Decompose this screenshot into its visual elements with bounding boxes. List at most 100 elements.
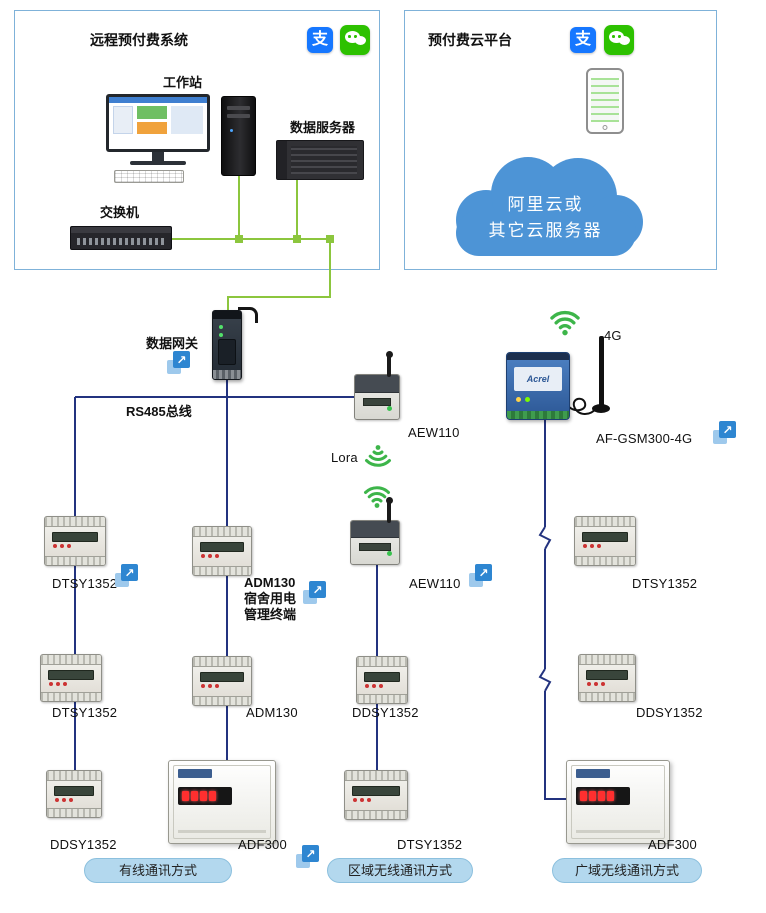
- label-col4-m1: DTSY1352: [632, 576, 698, 591]
- smartphone: [586, 68, 624, 134]
- link-arrow-icon-gsm[interactable]: ↗: [713, 421, 736, 444]
- din-meter-adm130: [192, 656, 252, 706]
- network-switch: [70, 226, 172, 250]
- link-arrow-icon-gateway[interactable]: ↗: [167, 351, 190, 374]
- gateway-front-panel: [218, 339, 236, 365]
- gsm-brand-label: Acrel: [514, 367, 562, 391]
- footer-wide-area-wireless-communication: 广域无线通讯方式: [552, 858, 702, 883]
- phone-screen: [591, 78, 619, 122]
- label-col1-m3: DDSY1352: [50, 837, 117, 852]
- monitor-screen: [109, 97, 207, 149]
- cloud-shape: [456, 157, 643, 256]
- gateway-terminals: [213, 370, 241, 379]
- link-arrow-icon-adf300[interactable]: ↗: [296, 845, 319, 868]
- monitor-stand: [152, 152, 164, 161]
- workstation-monitor: [106, 94, 210, 152]
- cloud-text-line1: 阿里云或: [507, 195, 584, 214]
- cloud-server: 阿里云或 其它云服务器: [438, 150, 653, 265]
- arrow-front-square: ↗: [173, 351, 190, 368]
- gsm-terminal-block: [507, 411, 569, 419]
- link-arrow-icon-dtsy[interactable]: ↗: [115, 564, 138, 587]
- din-meter: [574, 516, 636, 566]
- label-adm130-line3: 管理终端: [244, 607, 297, 622]
- server-vents: [291, 146, 357, 174]
- aew110-led: [387, 406, 392, 411]
- gateway-antenna-wire: [238, 307, 258, 323]
- tower-drive-slot: [227, 106, 250, 110]
- label-col1-m1: DTSY1352: [52, 576, 118, 591]
- label-adm130-line1: ADM130: [244, 575, 296, 590]
- aew110-antenna: [385, 351, 393, 377]
- adf300-panel: [168, 760, 276, 844]
- gateway-status-leds: [219, 325, 223, 329]
- data-server-label: 数据服务器: [290, 120, 356, 135]
- adf300-logo: [576, 769, 610, 778]
- wechat-bubble-small: [355, 36, 366, 45]
- arrow-front-square: ↗: [475, 564, 492, 581]
- panel-left-title: 远程预付费系统: [90, 32, 188, 48]
- gsm-antenna-rod: [599, 336, 604, 408]
- aew110-device-top: [354, 351, 400, 420]
- label-adm130-line2: 宿舍用电: [244, 591, 297, 606]
- label-adm130-terminal: ADM130 宿舍用电 管理终端: [244, 575, 296, 623]
- din-meter-adm130: [192, 526, 252, 576]
- adf300-led-display: [576, 787, 630, 805]
- adf300-led-display: [178, 787, 232, 805]
- cloud-text-line2: 其它云服务器: [488, 221, 603, 240]
- gsm-top-edge: [507, 353, 569, 360]
- alipay-glyph: 支: [311, 31, 328, 48]
- adf300-panel: [566, 760, 670, 844]
- aew110-led: [387, 551, 392, 556]
- rs485-bus-label: RS485总线: [126, 404, 192, 419]
- arrow-front-square: ↗: [302, 845, 319, 862]
- wireless-signal-icon-down: [363, 441, 393, 471]
- aew110-top-band: [351, 521, 399, 539]
- rack-server: [276, 140, 364, 180]
- switch-label: 交换机: [100, 205, 140, 220]
- aew110-display: [363, 397, 391, 406]
- din-meter: [46, 770, 102, 818]
- pc-tower: [221, 96, 256, 176]
- label-col2-m3: ADF300: [238, 837, 287, 852]
- label-aew110-top: AEW110: [408, 425, 460, 440]
- tower-power-led: [230, 129, 233, 132]
- link-arrow-icon-adm130[interactable]: ↗: [303, 581, 326, 604]
- lora-label: Lora: [331, 450, 358, 465]
- switch-ports: [77, 238, 165, 245]
- din-meter: [356, 656, 408, 704]
- label-col4-m3: ADF300: [648, 837, 697, 852]
- aew110-top-band: [355, 375, 399, 393]
- label-aew110-mid: AEW110: [409, 576, 461, 591]
- arrow-front-square: ↗: [121, 564, 138, 581]
- keyboard: [114, 170, 184, 183]
- arrow-front-square: ↗: [309, 581, 326, 598]
- alipay-glyph: 支: [574, 31, 591, 48]
- aew110-antenna: [385, 497, 393, 523]
- label-col3-m1: DDSY1352: [352, 705, 419, 720]
- panel-right-title: 预付费云平台: [428, 32, 512, 48]
- gateway-top-cap: [213, 311, 241, 319]
- label-af-gsm300: AF-GSM300-4G: [596, 431, 693, 446]
- workstation-label: 工作站: [163, 75, 203, 90]
- adf300-slot: [178, 830, 266, 833]
- wireless-signal-icon-up: [362, 482, 392, 512]
- phone-home-button: [602, 125, 608, 130]
- aew110-device-mid: [350, 497, 400, 565]
- adf300-slot: [576, 830, 660, 833]
- gateway-label: 数据网关: [146, 336, 199, 351]
- footer-wired-communication: 有线通讯方式: [84, 858, 232, 883]
- wechat-bubble-small: [619, 36, 630, 45]
- din-meter: [44, 516, 106, 566]
- footer-regional-wireless-communication: 区域无线通讯方式: [327, 858, 473, 883]
- monitor-base: [130, 161, 186, 165]
- gsm-status-leds: [516, 397, 560, 402]
- label-col4-m2: DDSY1352: [636, 705, 703, 720]
- wireless-signal-icon-4g: [548, 306, 582, 340]
- label-col1-m2: DTSY1352: [52, 705, 118, 720]
- arrow-front-square: ↗: [719, 421, 736, 438]
- link-arrow-icon-aew110[interactable]: ↗: [469, 564, 492, 587]
- alipay-icon-cloud: 支: [570, 27, 596, 53]
- adf300-logo: [178, 769, 212, 778]
